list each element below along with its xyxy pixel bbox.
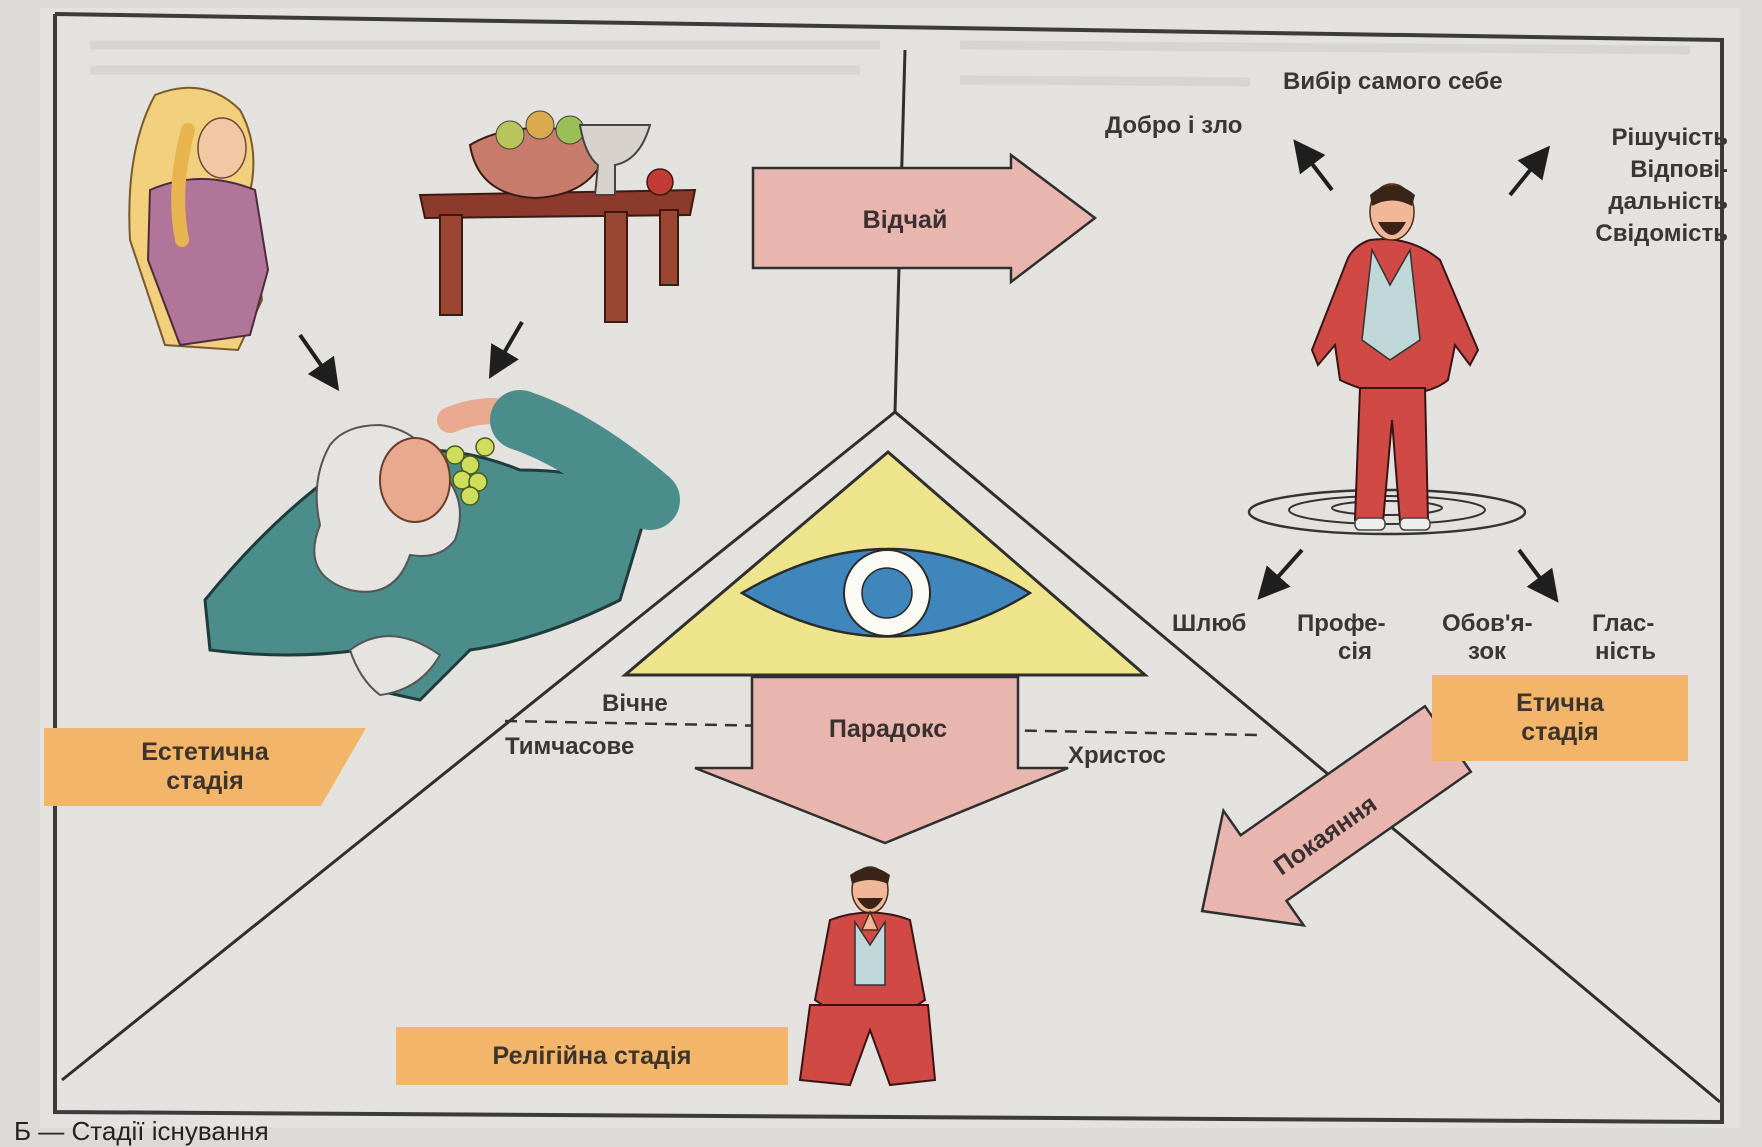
sphere-publicity-line2: ність bbox=[1595, 638, 1656, 666]
religious-stage-tag: Релігійна стадія bbox=[396, 1027, 788, 1085]
quality-resolve-label: Рішучість bbox=[1520, 124, 1728, 152]
figure-caption: Б — Стадії існування bbox=[14, 1117, 269, 1147]
sphere-marriage-label: Шлюб bbox=[1172, 610, 1246, 638]
quality-consciousness-label: Свідомість bbox=[1500, 220, 1728, 248]
choice-self-label: Вибір самого себе bbox=[1283, 68, 1503, 96]
ethical-stage-label: Етична стадія bbox=[1485, 689, 1635, 747]
quality-responsibility-1-label: Відпові- bbox=[1520, 156, 1728, 184]
religious-stage-label: Релігійна стадія bbox=[493, 1042, 692, 1071]
good-evil-label: Добро і зло bbox=[1105, 112, 1242, 140]
ethical-stage-tag: Етична стадія bbox=[1432, 675, 1688, 761]
sphere-publicity-line1: Глас- bbox=[1592, 610, 1654, 638]
quality-responsibility-2-label: дальність bbox=[1520, 188, 1728, 216]
aesthetic-stage-tag: Естетична стадія bbox=[44, 728, 366, 806]
sphere-profession-line1: Профе- bbox=[1297, 610, 1386, 638]
paradox-arrow-label: Парадокс bbox=[829, 715, 947, 743]
eternal-label: Вічне bbox=[602, 690, 668, 718]
despair-arrow-label: Відчай bbox=[863, 206, 948, 234]
sphere-duty-line1: Обов'я- bbox=[1442, 610, 1533, 638]
temporal-label: Тимчасове bbox=[505, 733, 634, 761]
sphere-duty-line2: зок bbox=[1468, 638, 1506, 666]
christ-label: Христос bbox=[1068, 742, 1166, 770]
sphere-profession-line2: сія bbox=[1338, 638, 1372, 666]
aesthetic-stage-label: Естетична стадія bbox=[105, 738, 305, 796]
